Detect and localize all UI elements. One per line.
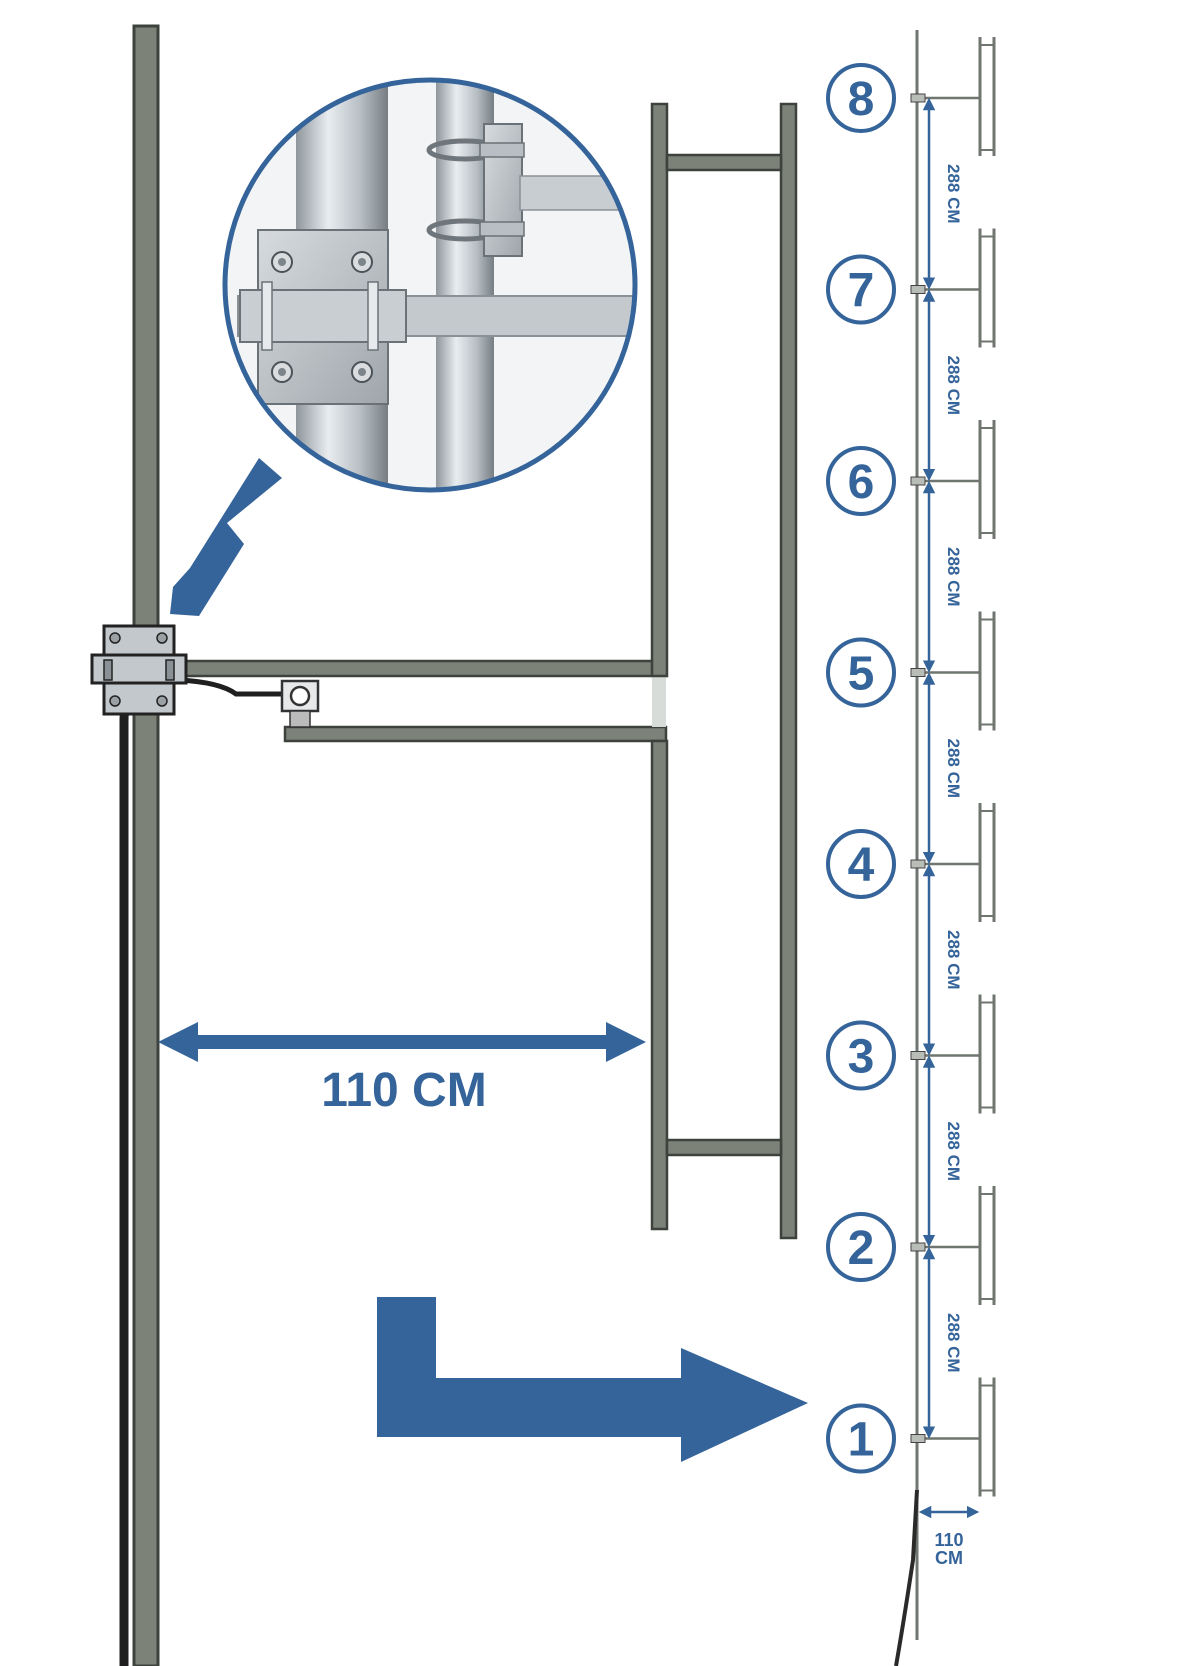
spacing-label: 288 CM	[944, 738, 963, 798]
dipole-outer	[779, 102, 798, 1240]
level-badge: 1	[826, 1403, 896, 1474]
spacing-dimension: 288 CM	[922, 97, 963, 290]
dipole-inner-lower	[650, 739, 669, 1231]
bay-level	[910, 420, 996, 539]
spacing-dimension: 288 CM	[922, 1055, 963, 1248]
feed-rod	[283, 725, 668, 743]
dipole-inner-upper	[650, 102, 669, 678]
support-arm	[166, 659, 668, 678]
connector-nut	[289, 685, 311, 707]
bay-clamp	[910, 1051, 926, 1060]
bay-clamp	[910, 668, 926, 677]
level-badge: 3	[826, 1020, 896, 1091]
spacing-label: 288 CM	[944, 1313, 963, 1373]
level-badge-circle	[826, 254, 896, 325]
bay-stack-view	[894, 30, 996, 1666]
stack-cable	[894, 1489, 919, 1666]
bay-clamp	[910, 476, 926, 486]
bay-level	[910, 1377, 996, 1497]
bay-clamp	[910, 1434, 926, 1443]
spacing-label: 288 CM	[944, 164, 963, 224]
level-badge-circle	[826, 1403, 896, 1474]
level-number: 2	[848, 1222, 875, 1275]
arrow-down-left-icon	[170, 458, 282, 616]
spacing-label: 288 CM	[944, 355, 963, 415]
bay-clamp	[910, 859, 926, 869]
spacing-label: 288 CM	[944, 1121, 963, 1181]
level-badge: 5	[826, 637, 896, 708]
spacing-dimension: 288 CM	[922, 1246, 963, 1439]
mast-clamp	[90, 624, 188, 716]
main-dimension: 110 CM	[158, 1022, 646, 1117]
bay-clamp	[910, 1242, 926, 1252]
bottom-dimension: 110 CM	[918, 1505, 980, 1568]
level-badge-circle	[826, 1212, 896, 1282]
bay-level	[910, 228, 996, 348]
bay-level	[910, 994, 996, 1114]
bay-clamp	[910, 285, 926, 294]
level-badge-circle	[826, 63, 896, 133]
spacing-label: 288 CM	[944, 930, 963, 990]
bottom-dimension-value: 110	[934, 1530, 963, 1550]
level-badge: 2	[826, 1212, 896, 1282]
dipole-crossbar-bottom	[665, 1138, 783, 1157]
level-number: 3	[848, 1031, 875, 1084]
spacing-dimension: 288 CM	[922, 480, 963, 673]
level-badge: 6	[826, 446, 896, 516]
level-badge-circle	[826, 1020, 896, 1091]
bay-level	[910, 37, 996, 156]
level-badge: 8	[826, 63, 896, 133]
level-number: 6	[848, 456, 875, 509]
spacing-dimension: 288 CM	[922, 672, 963, 865]
bay-level	[910, 803, 996, 922]
level-badge-circle	[826, 829, 896, 899]
main-dimension-label: 110 CM	[321, 1064, 486, 1117]
level-badge: 7	[826, 254, 896, 325]
clamp-detail-magnifier	[222, 77, 638, 493]
feed-wire	[177, 677, 282, 697]
spacing-dimension: 288 CM	[922, 289, 963, 482]
spacing-dimension: 288 CM	[922, 863, 963, 1056]
bay-level	[910, 1186, 996, 1305]
level-number: 4	[848, 839, 875, 892]
level-number: 8	[848, 73, 875, 126]
level-badge-circle	[826, 637, 896, 708]
bay-clamp	[910, 93, 926, 103]
dipole-crossbar-top	[665, 153, 783, 172]
arrow-right-bent-icon	[377, 1297, 808, 1462]
level-number: 1	[848, 1414, 875, 1467]
spacing-label: 288 CM	[944, 547, 963, 607]
level-badge-circle	[826, 446, 896, 516]
bottom-dimension-unit: CM	[935, 1548, 963, 1568]
connector-base	[289, 710, 311, 728]
level-number: 7	[848, 265, 875, 318]
insulator	[652, 676, 666, 727]
level-number: 5	[848, 648, 875, 701]
bay-level	[910, 611, 996, 731]
level-badge: 4	[826, 829, 896, 899]
mast-pipe	[132, 24, 160, 1666]
